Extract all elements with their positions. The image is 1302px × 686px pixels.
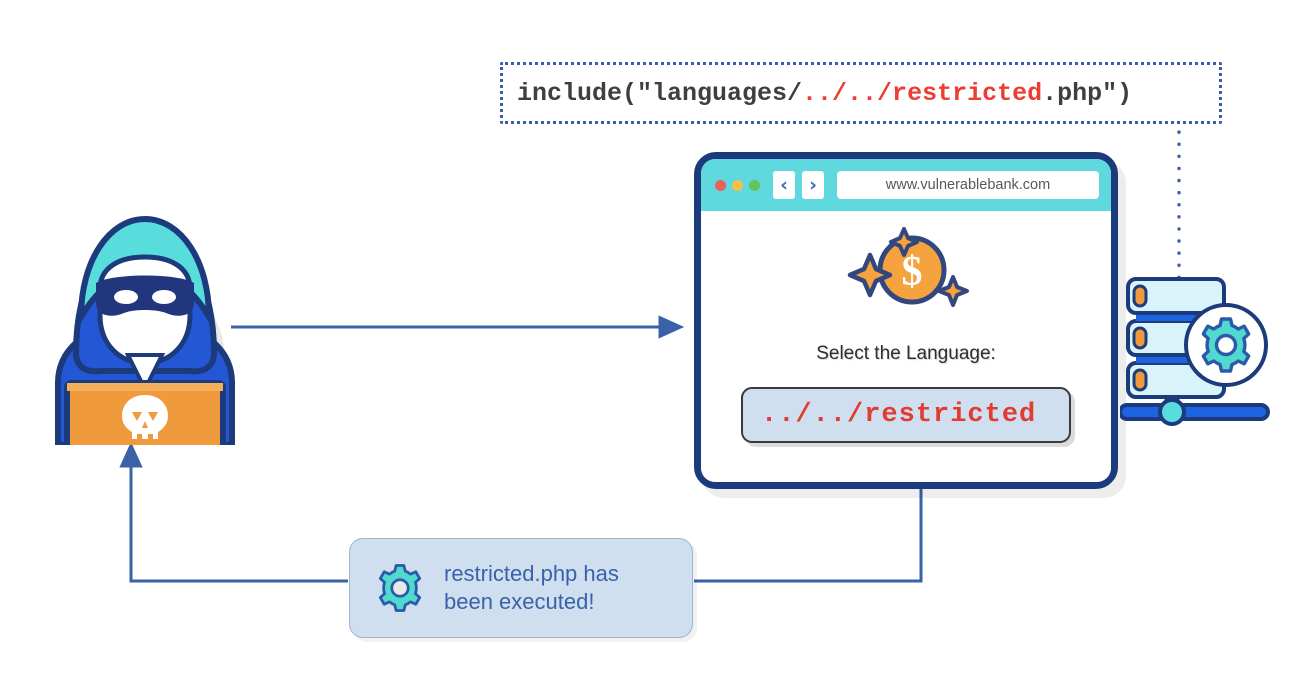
eye-right xyxy=(152,290,176,304)
forward-icon[interactable]: › xyxy=(802,171,824,199)
hacker-illustration xyxy=(55,215,235,445)
message-line-2: been executed! xyxy=(444,589,595,614)
close-dot[interactable] xyxy=(715,179,726,191)
network-node xyxy=(1158,398,1186,426)
code-highlight: ../../restricted xyxy=(802,78,1043,108)
sparkle-top-icon xyxy=(889,227,919,257)
minimize-dot[interactable] xyxy=(732,179,743,191)
sparkle-right-icon xyxy=(937,275,969,307)
skull-icon xyxy=(122,395,168,439)
code-suffix: .php") xyxy=(1042,78,1133,108)
select-language-label: Select the Language: xyxy=(816,343,996,364)
arrow-browser-to-message xyxy=(694,489,923,583)
code-callout-box: include("languages/../../restricted.php"… xyxy=(500,62,1222,124)
browser-window: ‹ › www.vulnerablebank.com $ Select the … xyxy=(694,152,1118,489)
browser-chrome: ‹ › www.vulnerablebank.com xyxy=(701,159,1111,211)
eye-left xyxy=(114,290,138,304)
rack-divider-2 xyxy=(1136,354,1218,363)
server-led-2 xyxy=(1132,326,1148,350)
url-bar[interactable]: www.vulnerablebank.com xyxy=(837,171,1099,199)
server-rack-1 xyxy=(1126,277,1226,315)
server-led-1 xyxy=(1132,284,1148,308)
laptop-screen-top xyxy=(67,383,223,391)
network-bar xyxy=(1120,403,1270,421)
back-icon[interactable]: ‹ xyxy=(773,171,795,199)
gear-icon xyxy=(378,564,422,612)
server-illustration xyxy=(1120,277,1270,426)
rack-divider-1 xyxy=(1136,312,1218,321)
maximize-dot[interactable] xyxy=(749,179,760,191)
browser-content: $ Select the Language: ../../restricted xyxy=(701,211,1111,482)
hoodie-collar xyxy=(124,353,166,394)
message-line-1: restricted.php has xyxy=(444,560,619,586)
arrow-message-to-hacker xyxy=(119,441,348,583)
dollar-coin-sparkle-icon: $ xyxy=(847,227,969,307)
language-input-field[interactable]: ../../restricted xyxy=(741,387,1071,443)
bandit-mask xyxy=(96,275,194,316)
code-callout-text: include("languages/../../restricted.php"… xyxy=(503,79,1132,108)
server-led-3 xyxy=(1132,368,1148,392)
traffic-lights xyxy=(715,179,760,191)
code-prefix: include("languages/ xyxy=(517,78,803,108)
language-input-value: ../../restricted xyxy=(761,400,1037,430)
sparkle-large-icon xyxy=(847,252,893,298)
gear-icon xyxy=(1201,317,1251,373)
execution-message-box: restricted.php has been executed! xyxy=(349,538,693,638)
dollar-glyph: $ xyxy=(902,249,923,295)
execution-message-text: restricted.php has been executed! xyxy=(444,560,619,616)
